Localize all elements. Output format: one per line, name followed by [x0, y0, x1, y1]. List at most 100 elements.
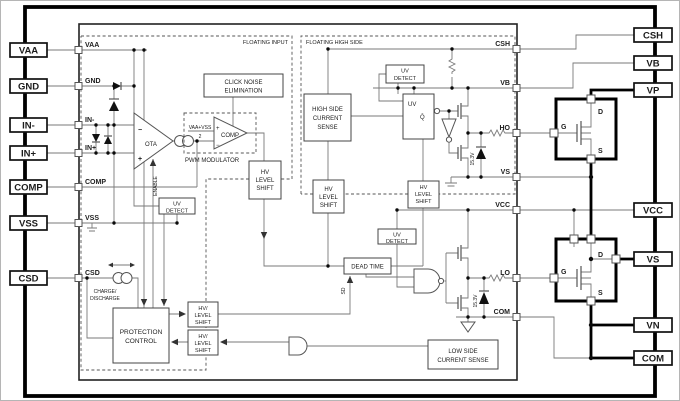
pin-label-in-plus: IN+	[21, 149, 37, 160]
charge-discharge-source	[108, 262, 135, 284]
pin-label-gnd: GND	[18, 82, 39, 93]
pin-label-in-minus: IN-	[22, 121, 35, 132]
latch-output-bubble	[433, 107, 441, 115]
ic-pin-vcc: VCC	[495, 202, 510, 209]
pin-box-comp	[9, 179, 48, 195]
pin-label-vaa: VAA	[19, 46, 38, 57]
current-source-icon	[182, 135, 194, 147]
ic-pin-ho: HO	[500, 125, 511, 132]
comparator-minus: −	[216, 143, 220, 149]
high-side-driver-fets	[457, 88, 469, 177]
click-noise-line1: CLICK NOISE	[224, 80, 262, 86]
hv-ls5-l1: HV/	[198, 334, 208, 340]
hv-ls2-l2: LEVEL	[319, 195, 338, 201]
ota-label: OTA	[145, 142, 157, 148]
junction-dots	[85, 47, 594, 361]
inverter-bubble	[445, 136, 453, 143]
hv-ls5-l3: SHIFT	[195, 348, 212, 354]
pin-label-vs: VS	[647, 255, 660, 266]
ic-pin-gnd: GND	[85, 78, 101, 85]
sd-label: SD	[341, 287, 347, 294]
region-label-floating-high-side: FLOATING HIGH SIDE	[306, 40, 363, 46]
input-clamp-diodes	[92, 82, 122, 144]
low-side-driver-fets	[457, 210, 469, 317]
hv-ls1-l3: SHIFT	[256, 186, 274, 192]
uv-detect-low-l1: UV	[173, 202, 181, 208]
pin-box-vp	[633, 82, 673, 98]
pin-box-gnd	[9, 78, 48, 94]
ic-pin-comp: COMP	[85, 179, 106, 186]
uv-detect-vcc-l1: UV	[393, 233, 401, 239]
low-side-current-sense-block	[427, 339, 499, 370]
ota-minus: −	[138, 127, 142, 134]
arrowheads	[140, 130, 587, 346]
ho-gate-resistor	[487, 128, 507, 138]
pin-label-vn: VN	[646, 321, 659, 332]
pin-box-in-plus	[9, 145, 48, 161]
hv-ls1-l2: LEVEL	[256, 178, 275, 184]
ls-fet-d: D	[598, 252, 603, 259]
ota-amplifier	[133, 112, 174, 170]
ic-pin-in-plus: IN+	[85, 145, 96, 152]
hs-fet-g: G	[561, 124, 567, 131]
hv-ls5-l2: LEVEL	[194, 341, 211, 347]
protection-l1: PROTECTION	[120, 329, 163, 336]
ls-fet-s: S	[598, 290, 603, 297]
region-label-floating-input: FLOATING INPUT	[243, 40, 289, 46]
uv-detect-high-l1: UV	[401, 69, 409, 75]
lo-zener-value: 15.3V	[473, 294, 479, 308]
hv-level-shift-1	[248, 160, 282, 200]
ls-fet-g: G	[561, 269, 567, 276]
pin-box-vaa	[9, 42, 48, 58]
comparator-label: COMP	[221, 133, 239, 139]
dead-time-block	[343, 257, 392, 275]
hscs-l1: HIGH SIDE	[312, 107, 343, 113]
vref-denominator: 2	[199, 134, 202, 140]
pin-box-vn	[633, 317, 673, 333]
pin-box-com	[633, 350, 673, 366]
floating-input-region	[80, 35, 293, 371]
uv-detect-low-block	[158, 197, 196, 215]
ic-pin-com: COM	[494, 309, 511, 316]
pin-box-csh	[633, 27, 673, 43]
comparator-plus: +	[216, 126, 220, 132]
lscs-l2: CURRENT SENSE	[437, 358, 488, 364]
ground-icon	[460, 321, 476, 333]
ota-plus: +	[138, 156, 142, 163]
uv-detect-low-l2: DETECT	[166, 209, 189, 215]
pin-box-vss	[9, 215, 48, 231]
uv-detect-vcc-l2: DETECT	[386, 239, 409, 245]
protection-l2: CONTROL	[125, 338, 157, 345]
ic-pin-csd: CSD	[85, 270, 100, 277]
pin-label-csh: CSH	[643, 31, 663, 42]
nand-gate-icon	[413, 268, 441, 294]
pin-label-com: COM	[642, 354, 664, 365]
uv-latch-qbar: Q̄	[420, 114, 425, 121]
pin-label-vb: VB	[646, 59, 659, 70]
outer-frame	[23, 5, 657, 398]
pin-label-vcc: VCC	[643, 206, 663, 217]
hv-ls1-l1: HV	[261, 170, 269, 176]
dead-time-label: DEAD TIME	[351, 265, 384, 271]
pin-label-comp: COMP	[14, 183, 43, 194]
hs-fet-s: S	[598, 148, 603, 155]
external-low-side-mosfet	[549, 234, 621, 306]
external-high-side-mosfet	[549, 94, 618, 164]
uv-detect-vcc-block	[377, 228, 417, 245]
hv-ls4-l2: LEVEL	[194, 313, 211, 319]
hv-ls2-l1: HV	[324, 187, 332, 193]
pin-box-in-minus	[9, 117, 48, 133]
left-pin-boxes	[9, 42, 83, 286]
vref-numerator: VAA+VSS	[189, 125, 212, 131]
uv-detect-high-block	[385, 64, 425, 84]
floating-high-side-region	[300, 35, 516, 195]
click-noise-elimination-block	[203, 73, 284, 98]
and-gate-icon	[288, 336, 308, 356]
nand-bubble	[437, 277, 445, 285]
pwm-comparator	[213, 116, 249, 150]
hscs-l2: CURRENT	[313, 116, 343, 122]
hv-level-shift-5	[187, 329, 219, 356]
click-noise-line2: ELIMINATION	[225, 89, 263, 95]
